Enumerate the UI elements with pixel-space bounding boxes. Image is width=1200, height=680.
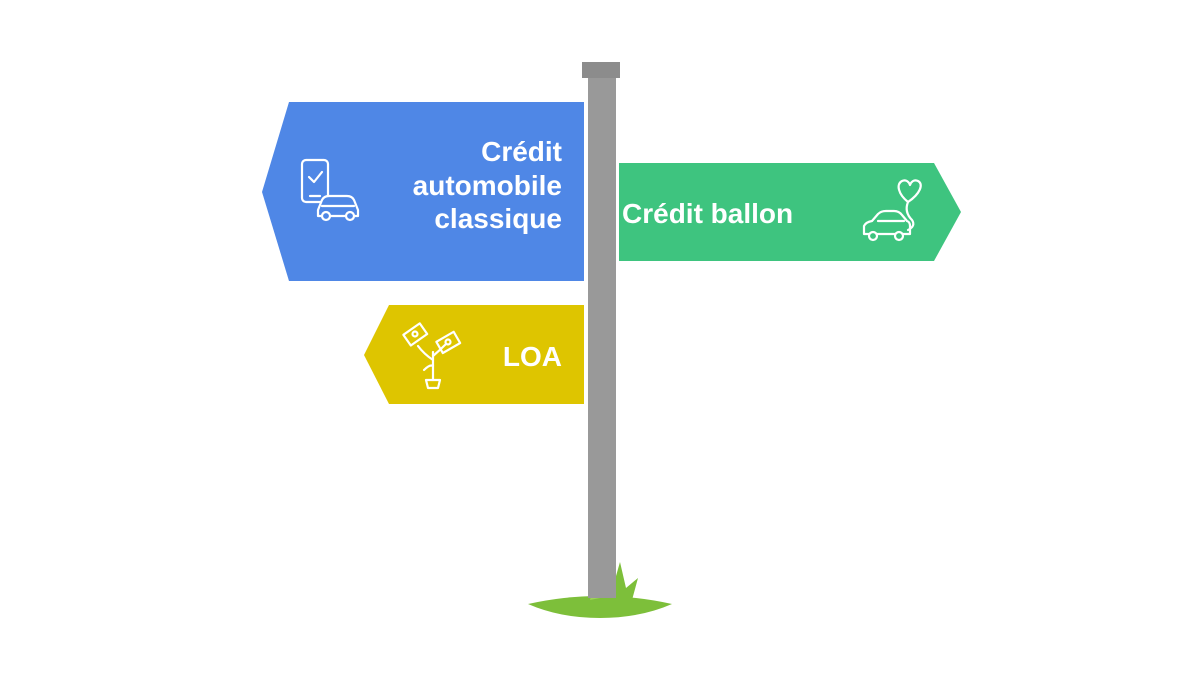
sign-classic-shape bbox=[262, 102, 584, 281]
sign-classic-line-3: classique bbox=[434, 203, 562, 235]
sign-loa-line-1: LOA bbox=[502, 341, 562, 372]
sign-loa-label: LOA bbox=[450, 340, 562, 374]
sign-classic-label: Crédit automobile classique bbox=[300, 135, 562, 236]
post-cap bbox=[582, 62, 620, 78]
sign-balloon-label: Crédit ballon bbox=[622, 197, 852, 231]
sign-loa-shape bbox=[364, 305, 584, 404]
post bbox=[588, 76, 616, 598]
sign-classic-line-2: automobile bbox=[412, 169, 562, 201]
money-plant-icon bbox=[402, 322, 462, 390]
car-heart-balloon-icon bbox=[862, 179, 922, 242]
sign-classic-line-1: Crédit bbox=[481, 136, 562, 167]
sign-balloon-line-1: Crédit ballon bbox=[622, 198, 794, 229]
phone-car-icon bbox=[300, 158, 360, 222]
